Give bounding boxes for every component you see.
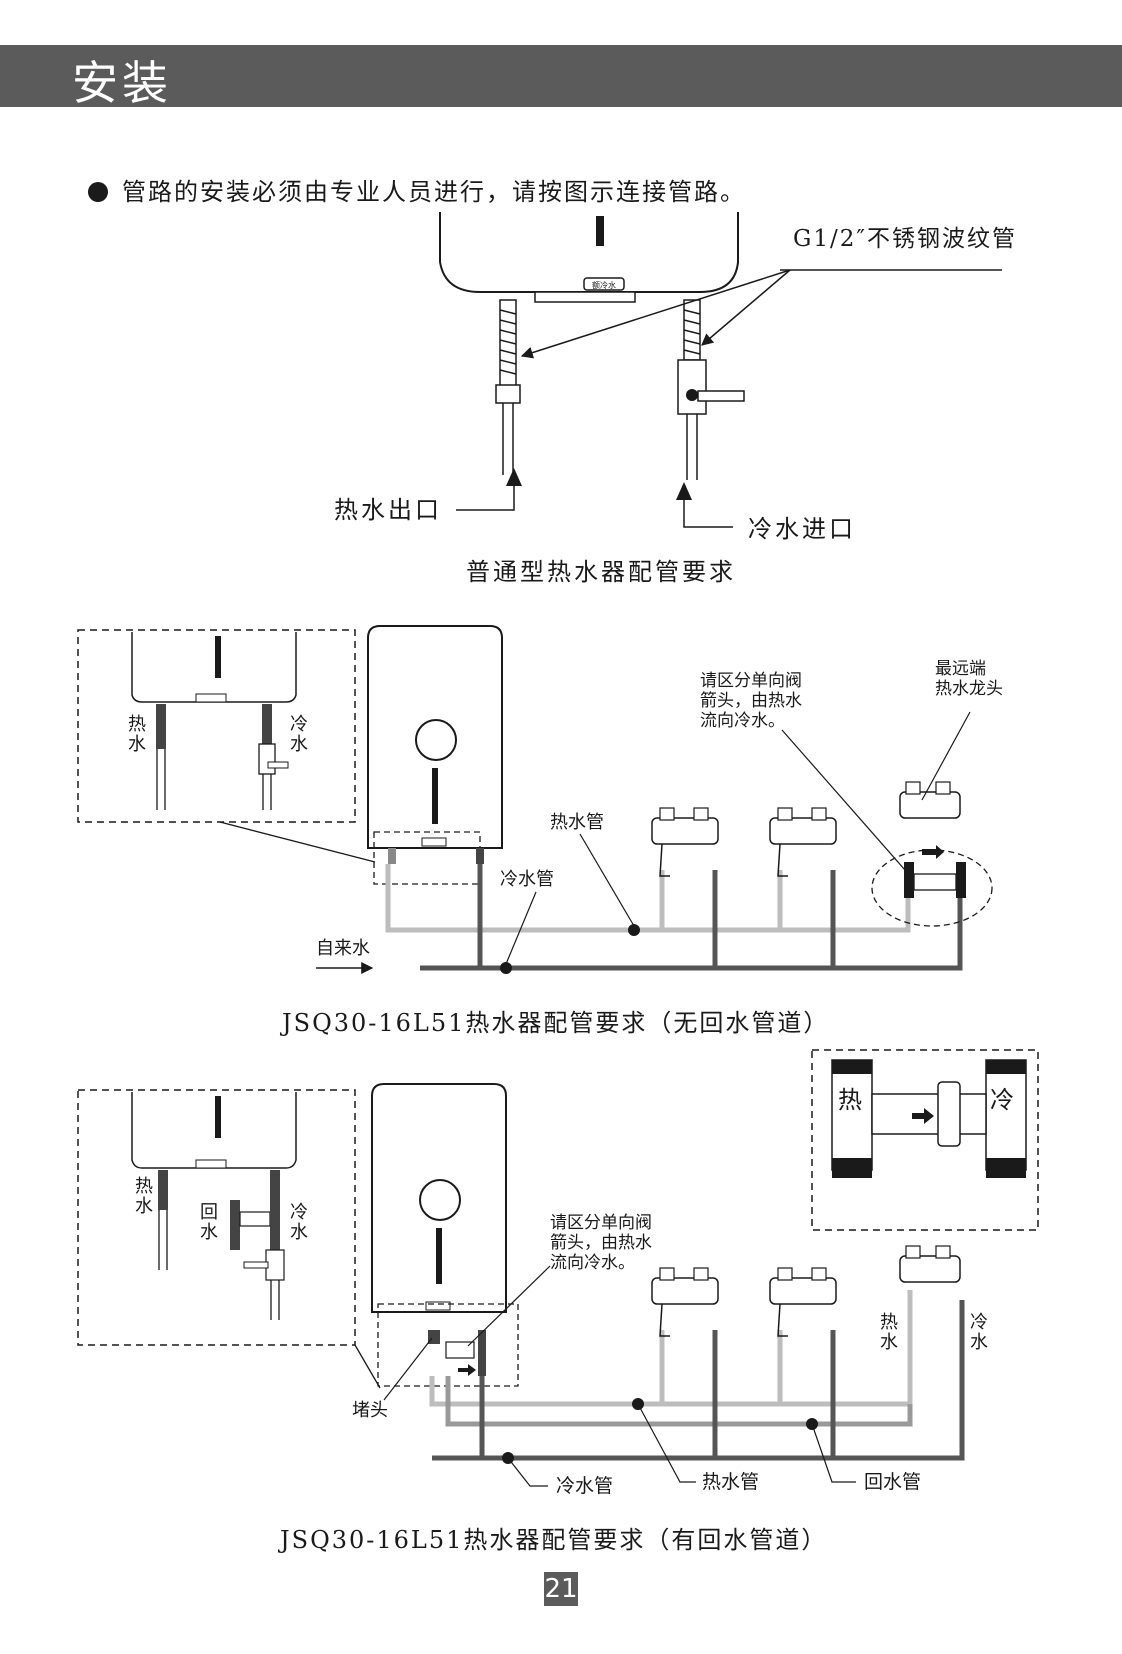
diagram1-caption: 普通型热水器配管要求 — [466, 558, 736, 586]
cold-pipe — [420, 880, 963, 971]
tap3-far-end — [899, 1245, 961, 1283]
hot-outlet-label: 热水出口 — [334, 496, 442, 524]
inset-frame — [77, 629, 356, 823]
heater3-display-icon — [419, 1179, 461, 1221]
inset3-hot-label: 热水 — [135, 1176, 153, 1217]
hot-pipe-label: 热水管 — [550, 812, 604, 833]
detail-hot-label: 热 — [838, 1086, 862, 1114]
detail-cold-label: 冷 — [990, 1086, 1014, 1114]
installation-note-text: 管路的安装必须由专业人员进行，请按图示连接管路。 — [122, 178, 746, 206]
far-end-tap-label: 最远端 热水龙头 — [935, 659, 1003, 699]
diagram-no-return-pipe: 热水 冷水 — [77, 625, 1003, 1037]
detail-flow-arrow-icon — [912, 1108, 934, 1124]
tap3-2 — [769, 1267, 837, 1337]
corrugated-pipe-label: G1/2″不锈钢波纹管 — [793, 226, 1017, 252]
heater-bracket — [534, 291, 636, 303]
tap-water-label: 自来水 — [316, 938, 370, 959]
cold-valve — [677, 359, 707, 415]
section-header: 安装 — [0, 45, 1122, 110]
inset3-return-label: 回水 — [200, 1202, 218, 1243]
valve-note-3: 请区分单向阀 箭头，由热水 流向冷水。 — [550, 1213, 657, 1273]
tap3-cold-label: 冷水 — [970, 1312, 988, 1353]
cold-pipe-3 — [432, 1300, 965, 1461]
section-title: 安装 — [72, 56, 172, 110]
return-pipe — [445, 1376, 913, 1427]
heater-check-valve-arrow-icon — [458, 1364, 476, 1376]
hot-pipe-3 — [429, 1290, 913, 1407]
cold-pipe-label: 冷水管 — [500, 869, 554, 890]
valve-note: 请区分单向阀 箭头，由热水 流向冷水。 — [700, 671, 807, 731]
inset-cold-label: 冷水 — [290, 714, 308, 755]
page-number: 21 — [544, 1572, 578, 1606]
valve-handle — [697, 390, 745, 402]
inset3-cold-label: 冷水 — [290, 1202, 308, 1243]
inset-hot-label: 热水 — [128, 714, 146, 755]
plug-label: 堵头 — [352, 1400, 388, 1421]
hot-pipe3-label: 热水管 — [702, 1471, 759, 1493]
diagram-with-return-pipe: 热 冷 热水 回水 冷水 — [77, 1049, 1039, 1554]
installation-note: 管路的安装必须由专业人员进行，请按图示连接管路。 — [88, 172, 746, 207]
diagram2-caption: JSQ30-16L51热水器配管要求（无回水管道） — [279, 1009, 829, 1037]
heater-display-icon — [415, 719, 457, 761]
diagram-standard-heater: 额冷水 G1/2″不锈钢波纹管 热水出口 冷水进口 普通型热水器配管要求 — [334, 212, 1017, 586]
tap3-hot-label: 热水 — [880, 1312, 898, 1353]
tap-2 — [769, 807, 837, 877]
check-valve — [913, 873, 957, 891]
hot-pipe — [385, 864, 911, 933]
flow-arrow-icon — [922, 845, 944, 859]
valve-detail-frame — [811, 1049, 1039, 1231]
bullet-icon — [88, 182, 108, 202]
heater-indicator — [596, 216, 604, 246]
tap3-1 — [651, 1267, 719, 1337]
cold-inlet-label: 冷水进口 — [748, 515, 856, 543]
cold-pipe3-label: 冷水管 — [556, 1475, 613, 1497]
diagram3-caption: JSQ30-16L51热水器配管要求（有回水管道） — [277, 1526, 827, 1554]
heater-button-label: 额冷水 — [592, 280, 616, 290]
inset3-frame — [77, 1089, 356, 1346]
tap-1 — [651, 807, 719, 877]
heater-button — [583, 277, 625, 291]
tap-far-end — [871, 781, 993, 927]
return-pipe-label: 回水管 — [864, 1471, 921, 1493]
